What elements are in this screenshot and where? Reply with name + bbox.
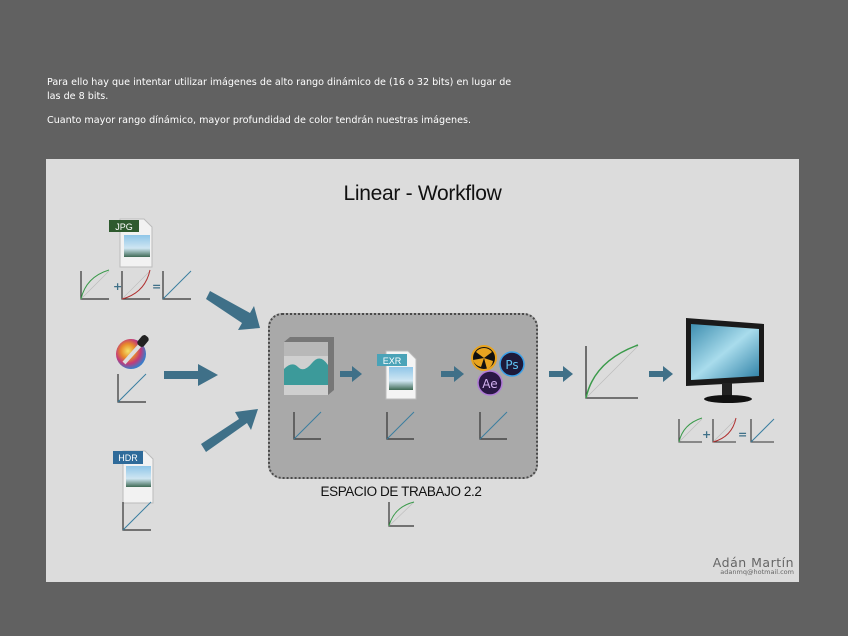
ps-label: Ps [505,358,518,372]
exr-badge-label: EXR [383,356,402,366]
intro-paragraph-1: Para ello hay que intentar utilizar imág… [47,77,512,102]
stage-3-curve-linear [479,411,508,440]
ae-label: Ae [482,377,497,391]
workspace-curve-gamma [388,501,415,527]
arrow-stage-2 [441,366,464,382]
workspace-label: ESPACIO DE TRABAJO 2.2 [320,484,482,499]
photoshop-icon: Ps [499,351,525,377]
diagram-graphics: JPG + = [80,218,775,531]
color-picker-curve-linear [117,373,147,403]
jpg-file-icon: JPG [109,218,153,268]
monitor-curve-gamma [678,417,703,443]
equals-operator: = [152,280,161,293]
jpg-curve-inverse [121,269,151,300]
output-curve-gamma [585,344,639,399]
monitor-plus-operator: + [702,428,711,441]
monitor-icon [686,318,764,403]
author-signature: Adán Martín adanmq@hotmail.com [686,555,794,576]
arrow-from-color-picker [164,364,218,386]
jpg-curve-gamma [80,269,110,300]
3d-software-box-icon [284,337,334,395]
color-picker-icon [116,335,149,369]
arrow-from-jpg [206,291,260,330]
hdr-file-icon: HDR [113,450,154,504]
exr-file-icon: EXR [377,350,417,400]
nuke-icon [471,345,497,371]
monitor-curve-inverse [712,417,737,443]
author-name: Adán Martín [712,555,794,570]
intro-paragraph-2: Cuanto mayor rango dínámico, mayor profu… [47,115,472,126]
author-email: adanmq@hotmail.com [720,568,794,576]
arrow-to-monitor [649,366,673,382]
stage-2-curve-linear [386,411,415,440]
stage-1-curve-linear [293,411,322,440]
plus-operator: + [113,280,122,293]
jpg-curve-linear [162,270,192,300]
arrow-stage-1 [340,366,362,382]
after-effects-icon: Ae [477,370,503,396]
jpg-badge-label: JPG [115,222,133,232]
hdr-curve-linear [122,501,152,531]
arrow-from-hdr [201,409,258,452]
monitor-equals-operator: = [738,428,747,441]
arrow-to-output-curve [549,366,573,382]
linear-workflow-diagram: Linear - Workflow ESPACIO DE TRABAJO 2.2… [46,159,799,582]
monitor-curve-linear [750,418,775,443]
diagram-title: Linear - Workflow [343,182,502,205]
hdr-badge-label: HDR [118,453,138,463]
